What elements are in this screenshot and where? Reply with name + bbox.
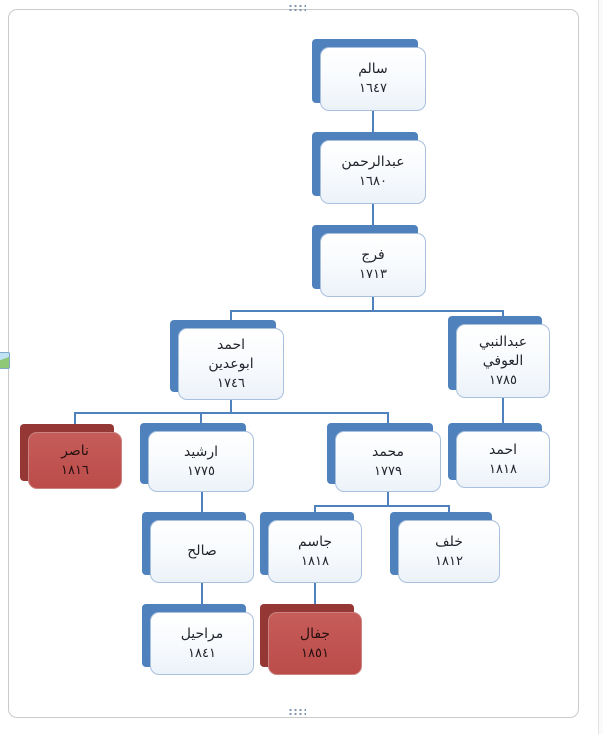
connector — [201, 583, 203, 612]
tree-node-abdulnabi-alawfi[interactable]: عبدالنبي العوفي ١٧٨٥ — [448, 316, 550, 398]
connector — [387, 412, 389, 431]
connector — [372, 204, 374, 233]
node-date: ١٨١٨ — [301, 553, 329, 569]
connector — [230, 400, 232, 413]
node-date: ١٦٨٠ — [359, 174, 387, 189]
connector — [372, 297, 374, 311]
tree-node-faraj[interactable]: فرج ١٧١٣ — [312, 225, 426, 297]
connector — [314, 583, 316, 612]
node-date: ١٦٤٧ — [359, 81, 387, 96]
node-date: ١٨٤١ — [188, 645, 216, 661]
connector — [387, 492, 389, 506]
tree-node-nasser[interactable]: ناصر ١٨١٦ — [20, 424, 122, 489]
node-date: ١٧٤٦ — [217, 375, 245, 391]
node-date: ١٨١٦ — [61, 462, 89, 478]
connector — [372, 111, 374, 140]
node-name: احمد ابوعدين — [208, 336, 254, 372]
node-name: صالح — [187, 542, 217, 559]
tree-node-khalaf[interactable]: خلف ١٨١٢ — [390, 512, 500, 583]
tree-node-ahmad[interactable]: احمد ١٨١٨ — [448, 423, 550, 488]
node-name: عبدالرحمن — [341, 154, 405, 170]
tree-node-salem[interactable]: سالم ١٦٤٧ — [312, 39, 426, 111]
node-name: مراحيل — [180, 625, 224, 642]
canvas-resize-handle-bottom[interactable] — [287, 707, 306, 715]
connector — [502, 398, 504, 431]
connector — [74, 412, 389, 414]
node-date: ١٨١٨ — [489, 461, 517, 477]
node-date: ١٧٧٥ — [187, 463, 215, 479]
page-right-edge — [598, 0, 603, 734]
tree-node-ahmad-abuadin[interactable]: احمد ابوعدين ١٧٤٦ — [170, 320, 284, 400]
node-date: ١٨٥١ — [301, 645, 329, 661]
node-name: محمد — [372, 443, 404, 460]
connector — [314, 505, 450, 507]
tree-node-abdulrahman[interactable]: عبدالرحمن ١٦٨٠ — [312, 132, 426, 204]
connector — [230, 310, 232, 328]
tree-node-mohammed[interactable]: محمد ١٧٧٩ — [327, 423, 441, 492]
tree-node-jaffal[interactable]: جفال ١٨٥١ — [260, 604, 362, 675]
node-date: ١٧١٣ — [359, 267, 387, 282]
node-name: فرج — [361, 247, 385, 263]
node-name: ناصر — [61, 442, 89, 459]
node-date: ١٧٨٥ — [489, 372, 517, 388]
inline-object-icon[interactable] — [0, 352, 10, 369]
tree-node-marahil[interactable]: مراحيل ١٨٤١ — [142, 604, 254, 675]
connector — [74, 412, 76, 432]
tree-node-arshid[interactable]: ارشيد ١٧٧٥ — [140, 423, 254, 492]
node-date: ١٨١٢ — [435, 553, 463, 569]
connector — [230, 310, 504, 312]
node-name: جفال — [299, 625, 331, 642]
tree-node-saleh[interactable]: صالح — [142, 512, 254, 583]
connector — [200, 412, 202, 431]
tree-node-jasim[interactable]: جاسم ١٨١٨ — [260, 512, 362, 583]
canvas-resize-handle-top[interactable] — [287, 3, 306, 11]
node-name: عبدالنبي العوفي — [478, 333, 528, 369]
node-name: جاسم — [298, 533, 332, 550]
connector — [201, 492, 203, 520]
node-name: خلف — [435, 533, 463, 550]
node-date: ١٧٧٩ — [374, 463, 402, 479]
node-name: ارشيد — [184, 443, 218, 460]
node-name: احمد — [489, 441, 517, 458]
node-name: سالم — [358, 61, 388, 77]
